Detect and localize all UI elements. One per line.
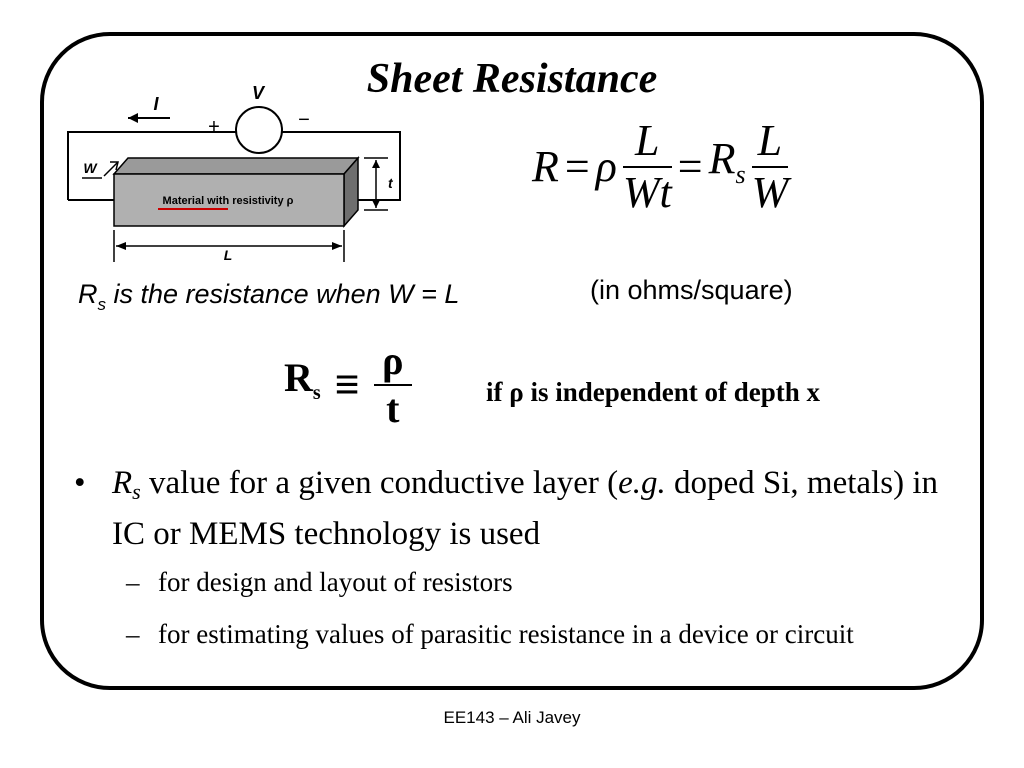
resistance-equation: R = ρ L Wt = Rs L W — [532, 116, 789, 218]
eq-equals-2: = — [677, 142, 703, 191]
material-label: Material with resistivity ρ — [163, 195, 294, 207]
slide-frame — [40, 32, 984, 690]
bullet-text: Rs value for a given conductive layer (e… — [112, 462, 954, 555]
bullet-text-a: value for a given conductive layer ( — [140, 465, 619, 501]
units-note: (in ohms/square) — [590, 275, 793, 305]
rs-formula-bar — [373, 384, 412, 386]
rs-formula-fraction: ρ t — [373, 338, 412, 432]
rs-def-text: is the resistance when W = L — [106, 279, 460, 309]
thickness-arrow-up — [372, 160, 380, 168]
eq-rs-sub: s — [735, 160, 746, 189]
length-label: L — [224, 247, 233, 263]
bullet-marker: • — [74, 465, 86, 501]
block-top-face — [112, 157, 360, 175]
subbullet-2-marker: – — [126, 619, 140, 649]
rs-formula-r-base: R — [284, 354, 313, 400]
block-front-face — [113, 173, 345, 227]
eq-fraction-l-w: L W — [751, 116, 789, 218]
rs-formula-numerator: ρ — [382, 338, 404, 383]
plus-sign: + — [208, 116, 220, 138]
rs-formula: Rs ≡ ρ t — [284, 338, 412, 432]
thickness-label: t — [388, 175, 394, 191]
bullet-text-b: doped Si, metals) in IC or MEMS technolo… — [112, 465, 938, 552]
voltmeter-circle — [235, 106, 283, 154]
rs-def-r: R — [78, 279, 98, 309]
length-arrow-left — [116, 242, 126, 250]
eq-equals-1: = — [564, 142, 590, 191]
eq-frac2-bar — [751, 166, 789, 168]
width-dim-arrowhead — [110, 161, 119, 171]
eq-frac1-denominator: Wt — [622, 168, 672, 217]
rs-formula-r: Rs — [284, 355, 321, 416]
bullet-r: R — [112, 465, 133, 501]
eq-fraction-l-wt: L Wt — [622, 116, 672, 218]
bullet-item: • Rs value for a given conductive layer … — [74, 462, 954, 555]
current-arrow-head — [128, 113, 138, 123]
eq-frac2-numerator: L — [757, 116, 783, 165]
eq-r: R — [532, 142, 559, 191]
thickness-arrow-down — [372, 200, 380, 208]
rs-definition: Rs is the resistance when W = L — [78, 276, 459, 323]
rs-formula-equiv: ≡ — [334, 360, 360, 409]
eq-rho: ρ — [595, 142, 617, 191]
subbullet-2-text: for estimating values of parasitic resis… — [158, 619, 854, 649]
subbullet-1-marker: – — [126, 567, 140, 597]
subbullet-item-1: – for design and layout of resistors — [126, 566, 956, 599]
width-label: W — [83, 160, 98, 176]
sheet-resistor-diagram: V + − I Material with resistivity ρ W t … — [67, 83, 401, 263]
width-dim-arrow — [103, 161, 119, 177]
eq-frac1-bar — [622, 166, 672, 168]
minus-sign: − — [298, 109, 310, 131]
rs-formula-sub: s — [312, 381, 321, 404]
slide-title: Sheet Resistance — [366, 56, 658, 102]
voltage-label: V — [252, 83, 266, 103]
condition-note: if ρ is independent of depth x — [486, 377, 821, 407]
subbullet-1-text: for design and layout of resistors — [158, 567, 513, 597]
rs-def-sub: s — [97, 295, 107, 314]
current-label: I — [153, 94, 159, 114]
eq-frac1-numerator: L — [635, 116, 660, 165]
bullet-eg: e.g. — [618, 465, 666, 501]
eq-frac2-denominator: W — [751, 168, 789, 217]
subbullet-item-2: – for estimating values of parasitic res… — [126, 618, 956, 651]
wire-left — [67, 131, 236, 200]
bullet-r-sub: s — [132, 479, 141, 504]
rs-formula-denominator: t — [386, 386, 400, 431]
eq-rs: Rs — [709, 134, 746, 200]
eq-rs-base: R — [708, 134, 736, 183]
slide-footer: EE143 – Ali Javey — [443, 708, 581, 727]
length-arrow-right — [332, 242, 342, 250]
